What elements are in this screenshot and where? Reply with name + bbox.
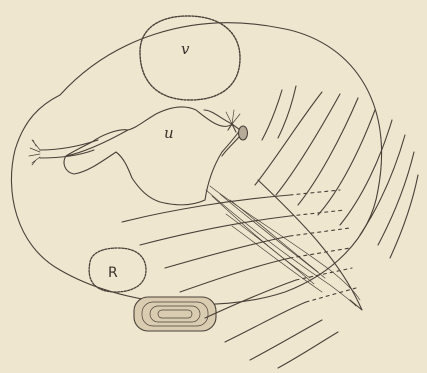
label-r: R [108, 265, 118, 281]
left-fringe [29, 140, 40, 165]
fibrous-structure [206, 180, 362, 310]
organ-u-outline [64, 107, 240, 205]
upper-right-strokes [262, 86, 296, 140]
oblique-lines [255, 92, 418, 258]
vessel-v-outline [140, 16, 240, 100]
left-duct [66, 130, 128, 156]
concentric-oval [134, 297, 216, 331]
label-u: u [164, 124, 174, 142]
right-duct-tail [222, 137, 239, 156]
right-duct-ring [239, 126, 248, 140]
label-v: v [181, 40, 190, 58]
right-duct [204, 110, 232, 124]
left-duct-lower [40, 150, 94, 158]
